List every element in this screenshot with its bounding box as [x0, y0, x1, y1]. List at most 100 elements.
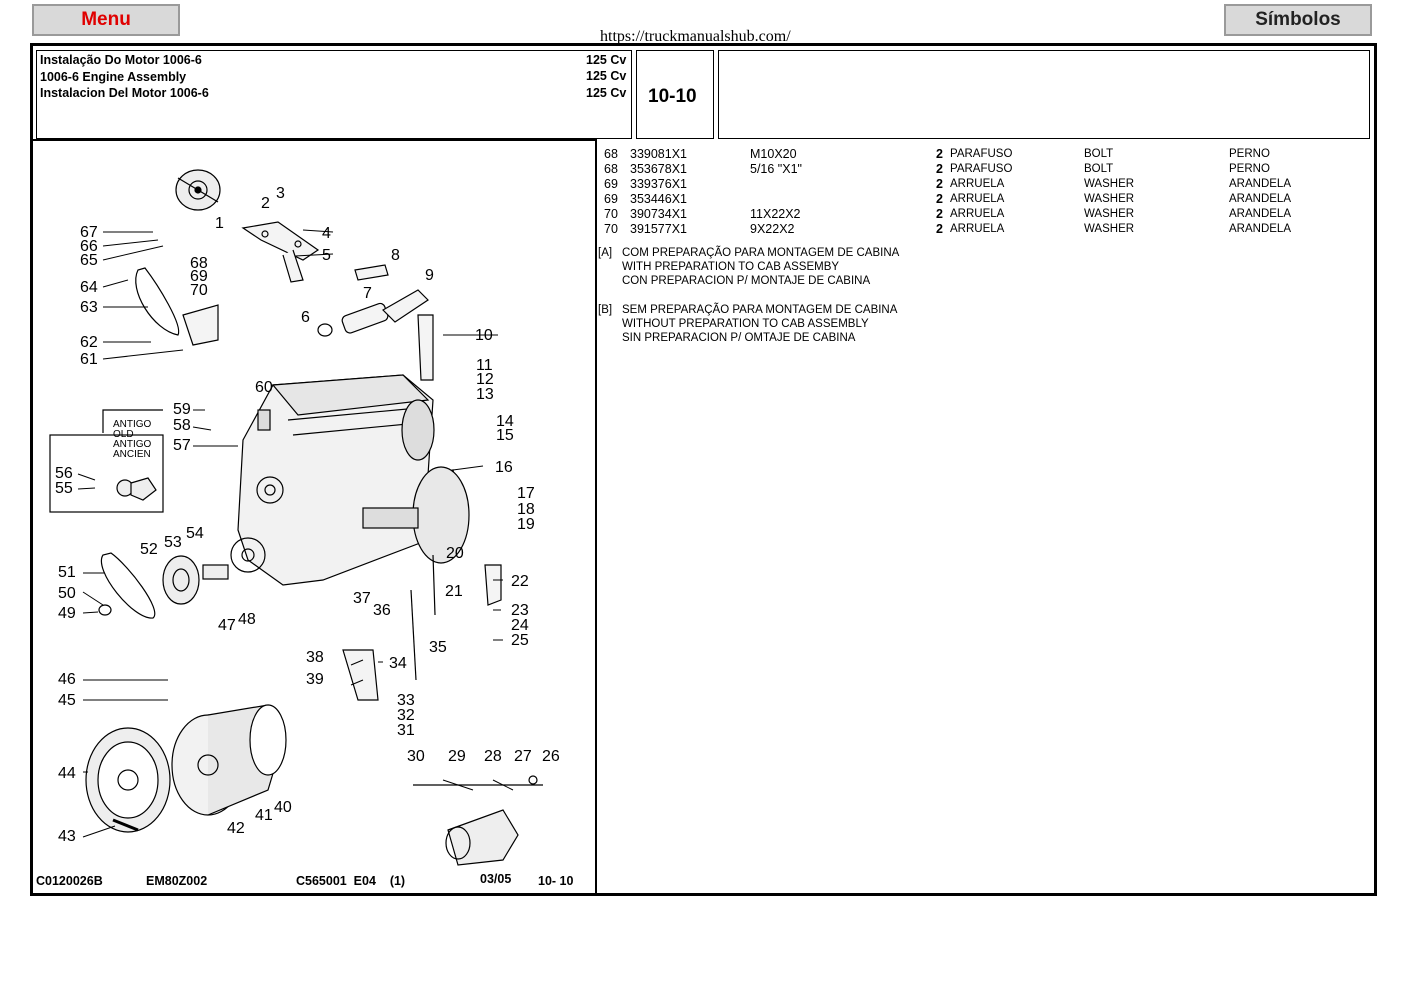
engine-mount-bracket-icon	[484, 564, 502, 606]
callout-8: 8	[391, 247, 400, 264]
parts-cell-qty: 2	[936, 192, 943, 206]
parts-cell-en: WASHER	[1084, 223, 1135, 235]
parts-cell-part-no: 353678X1	[630, 162, 688, 176]
title-box	[36, 50, 632, 139]
parts-cell-en: WASHER	[1084, 178, 1135, 190]
parts-cell-en: WASHER	[1084, 208, 1135, 220]
callout-66: 66	[80, 238, 98, 255]
callout-32: 32	[397, 707, 415, 724]
footer-code-1: C0120026B	[36, 874, 103, 888]
callout-9: 9	[425, 267, 434, 284]
parts-cell-qty: 2	[936, 162, 943, 176]
leader-line	[102, 245, 164, 261]
leader-line	[350, 679, 364, 686]
callout-44: 44	[58, 765, 76, 782]
parts-cell-ref: 69	[604, 177, 618, 191]
old-version-inset: ANTIGO OLD ANTIGO ANCIEN	[49, 409, 164, 513]
inset-label: ANCIEN	[113, 449, 151, 460]
leader-line	[102, 349, 184, 360]
callout-63: 63	[80, 299, 98, 316]
exhaust-pipe-icon	[317, 264, 429, 337]
footer-serial: C565001 E04 (1)	[296, 874, 406, 888]
parts-cell-es: ARANDELA	[1229, 193, 1291, 205]
parts-cell-qty: 2	[936, 147, 943, 161]
engine-mount-front-icon	[342, 649, 379, 701]
parts-cell-part-no: 390734X1	[630, 207, 688, 221]
callout-20: 20	[446, 545, 464, 562]
callout-37: 37	[353, 590, 371, 607]
callout-23: 23	[511, 602, 529, 619]
callout-28: 28	[484, 748, 502, 765]
callout-4: 4	[322, 225, 331, 242]
callout-39: 39	[306, 671, 324, 688]
power-es: 125 Cv	[586, 86, 627, 100]
parts-cell-pt: PARAFUSO	[950, 148, 1013, 160]
pin-icon	[112, 818, 139, 832]
parts-cell-es: ARANDELA	[1229, 223, 1291, 235]
parts-cell-qty: 2	[936, 222, 943, 236]
leader-line	[82, 591, 104, 606]
parts-cell-pt: ARRUELA	[950, 178, 1005, 190]
callout-40: 40	[274, 799, 292, 816]
header-blank-box	[718, 50, 1370, 139]
callout-25: 25	[511, 632, 529, 649]
callout-11: 11	[476, 357, 493, 374]
tensioner-bracket-icon	[182, 304, 219, 346]
note-tag: [A]	[598, 247, 613, 259]
site-url-link[interactable]: https://truckmanualshub.com/	[600, 28, 791, 45]
parts-cell-es: PERNO	[1229, 163, 1270, 175]
callout-41: 41	[255, 807, 273, 824]
callout-12: 12	[476, 371, 494, 388]
callout-10: 10	[475, 327, 493, 344]
callout-17: 17	[517, 485, 535, 502]
callout-31: 31	[397, 722, 415, 739]
callout-47: 47	[218, 617, 236, 634]
callout-33: 33	[397, 692, 415, 709]
leader-line	[302, 229, 334, 233]
title-pt: Instalação Do Motor 1006-6	[40, 53, 202, 67]
flywheel-housing-icon	[171, 704, 287, 816]
callout-3: 3	[276, 185, 285, 202]
column-divider	[595, 139, 597, 894]
parts-cell-pt: PARAFUSO	[950, 163, 1013, 175]
callout-19: 19	[517, 516, 535, 533]
callout-43: 43	[58, 828, 76, 845]
parts-cell-spec: M10X20	[750, 147, 797, 161]
parts-cell-pt: ARRUELA	[950, 223, 1005, 235]
parts-cell-en: WASHER	[1084, 193, 1135, 205]
callout-67: 67	[80, 224, 98, 241]
parts-cell-es: PERNO	[1229, 148, 1270, 160]
leader-line	[77, 473, 96, 481]
note-line: SIN PREPARACION P/ OMTAJE DE CABINA	[622, 332, 856, 344]
callout-7: 7	[363, 285, 372, 302]
callout-61: 61	[80, 351, 98, 368]
callout-38: 38	[306, 649, 324, 666]
callout-60: 60	[255, 379, 273, 396]
callout-29: 29	[448, 748, 466, 765]
parts-cell-part-no: 353446X1	[630, 192, 688, 206]
callout-70: 70	[190, 282, 208, 299]
inset-label: OLD	[113, 429, 134, 440]
note-line: WITHOUT PREPARATION TO CAB ASSEMBLY	[622, 318, 869, 330]
parts-cell-spec: 11X22X2	[750, 207, 801, 221]
pipe-bracket-icon	[417, 314, 434, 381]
callout-36: 36	[373, 602, 391, 619]
engine-exploded-diagram: ANTIGO OLD ANTIGO ANCIEN	[49, 169, 560, 866]
symbols-button[interactable]: Símbolos	[1224, 4, 1372, 36]
leader-line	[452, 465, 484, 471]
callout-64: 64	[80, 279, 98, 296]
callout-13: 13	[476, 386, 494, 403]
parts-cell-spec	[750, 177, 936, 192]
title-en: 1006-6 Engine Assembly	[40, 70, 187, 84]
parts-cell-qty: 2	[936, 177, 943, 191]
callout-42: 42	[227, 820, 245, 837]
parts-cell-part-no: 391577X1	[630, 222, 688, 236]
footer-code-2: EM80Z002	[146, 874, 208, 888]
power-en: 125 Cv	[586, 69, 627, 83]
alternator-icon	[175, 169, 221, 211]
parts-cell-pt: ARRUELA	[950, 193, 1005, 205]
menu-button[interactable]: Menu	[32, 4, 180, 36]
